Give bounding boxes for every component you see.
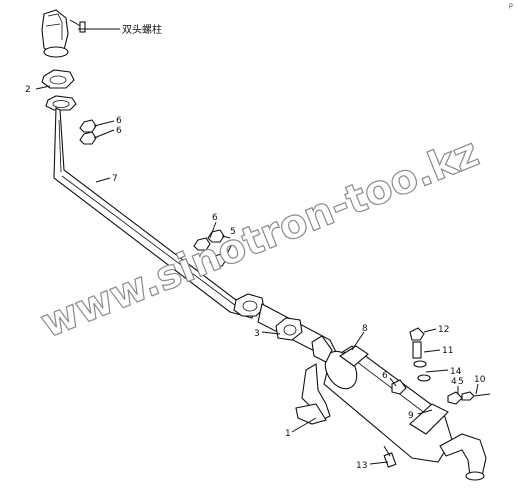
callout-13: 13 [356, 461, 367, 471]
corner-mark: p [509, 2, 513, 9]
callout-5: 5 [230, 227, 236, 237]
callout-9: 9 [408, 411, 414, 421]
flange-nuts [79, 119, 97, 145]
muffler [323, 345, 487, 481]
exhaust-elbow [41, 9, 86, 58]
hanger-bracket [295, 335, 333, 425]
callout-2: 2 [25, 85, 31, 95]
callout-6a: 6 [116, 116, 122, 126]
callout-4: 4 [451, 377, 457, 387]
callout-6d: 6 [382, 371, 388, 381]
callout-10: 10 [474, 375, 486, 385]
callout-6c: 6 [212, 213, 218, 223]
middle-flange [233, 293, 265, 317]
callout-11: 11 [442, 346, 453, 356]
stud-label: 双头螺柱 [122, 23, 162, 36]
callout-14: 14 [450, 367, 462, 377]
callout-3: 3 [254, 329, 260, 339]
pipe-flange [45, 95, 77, 111]
callout-8: 8 [362, 324, 368, 334]
callout-1: 1 [285, 429, 291, 439]
callout-6b: 6 [116, 126, 122, 136]
mount-hardware [383, 327, 491, 468]
callout-7: 7 [112, 174, 118, 184]
leader-lines [35, 28, 479, 465]
callout-15: 5 [458, 377, 464, 387]
gasket-flange [41, 69, 75, 89]
callout-12: 12 [438, 325, 449, 335]
